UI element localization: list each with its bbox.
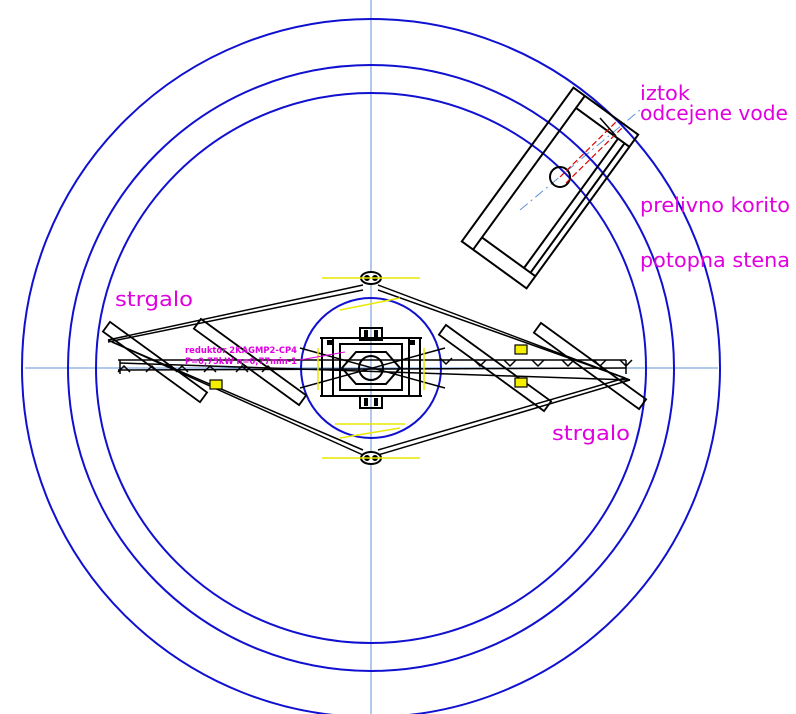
scraper-blade-4 bbox=[532, 321, 648, 411]
trough-inner-line-e bbox=[529, 142, 626, 274]
central-drive bbox=[320, 327, 422, 409]
label-scraper-left: strgalo bbox=[115, 287, 193, 311]
scraper-blade-3 bbox=[437, 323, 553, 413]
label-scraper-right: strgalo bbox=[552, 421, 630, 445]
drive-top-flange bbox=[359, 327, 383, 341]
label-overflow-trough: prelivno korito bbox=[640, 193, 790, 217]
outflow-centerline bbox=[519, 109, 641, 211]
inner-wall-circle bbox=[67, 64, 675, 672]
overflow-trough-box bbox=[460, 86, 640, 290]
label-outflow-line2: odcejene vode bbox=[640, 101, 788, 125]
label-gearbox-line1: reduktor 2KAGMP2-CP4 bbox=[185, 346, 297, 356]
outer-wall-circle bbox=[21, 18, 721, 714]
drive-bolts bbox=[327, 330, 415, 406]
drive-shaft-circle bbox=[358, 355, 384, 381]
trough-inner-line-c bbox=[575, 107, 630, 148]
hub-highlight-bars bbox=[317, 277, 425, 459]
label-gearbox-line2: P=0,75kW n=0,77min-1 bbox=[185, 357, 297, 367]
drive-bottom-flange bbox=[359, 395, 383, 409]
trough-outer-rect bbox=[460, 86, 640, 290]
annotation-leaders bbox=[299, 351, 346, 361]
drive-hex-nut bbox=[340, 351, 402, 385]
trough-inner-line-b bbox=[523, 137, 619, 269]
trough-inner-line-d bbox=[481, 236, 536, 278]
trough-inner-line-a bbox=[472, 95, 586, 251]
scraper-blade-2 bbox=[192, 317, 308, 407]
drive-inner-frame bbox=[339, 343, 403, 391]
outflow-pipe-circle bbox=[549, 166, 571, 188]
scraper-clamps bbox=[209, 344, 528, 390]
tank-rings bbox=[21, 18, 721, 714]
label-outflow-line1: iztok bbox=[640, 81, 690, 105]
annotations: iztok odcejene vode prelivno korito poto… bbox=[115, 81, 790, 445]
scraper-chevrons bbox=[117, 357, 633, 373]
label-baffle-wall: potopna stena bbox=[640, 248, 790, 272]
outflow-pipe-border-a bbox=[599, 117, 617, 137]
outflow-pipe bbox=[559, 119, 625, 184]
bridge-frame bbox=[107, 284, 631, 456]
baffle-circle bbox=[95, 92, 647, 644]
